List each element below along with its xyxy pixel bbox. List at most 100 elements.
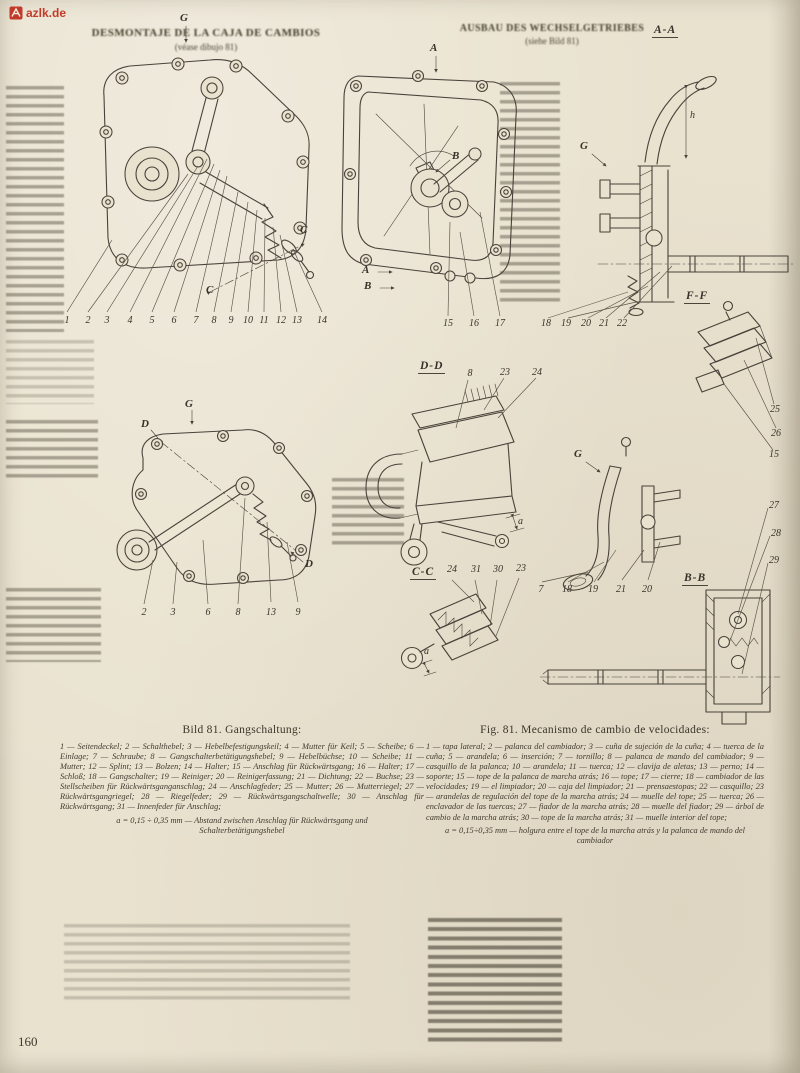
callout-number: 8 bbox=[235, 607, 241, 618]
left-column-subheading: (véase dibujo 81) bbox=[174, 42, 238, 52]
callout-number: 3 bbox=[170, 607, 176, 618]
dimension-label-a: a bbox=[518, 516, 523, 527]
callout-number: 15 bbox=[769, 449, 779, 460]
caption-german: Bild 81. Gangschaltung: 1 — Seitendeckel… bbox=[60, 724, 424, 836]
azlk-logo-icon bbox=[9, 6, 23, 20]
caption-german-note: a = 0,15 ÷ 0,35 mm — Abstand zwischen An… bbox=[116, 815, 368, 835]
right-column-subheading: (siehe Bild 81) bbox=[525, 36, 579, 46]
callout-number: 13 bbox=[292, 315, 302, 326]
callout-number: 20 bbox=[581, 318, 591, 329]
figure-section-f-f: F-F 25 26 15 bbox=[640, 290, 795, 468]
figure-section-f-f-art bbox=[695, 300, 777, 451]
right-column-heading: AUSBAU DES WECHSELGETRIEBES bbox=[459, 23, 645, 34]
callout-number: 12 bbox=[276, 315, 286, 326]
callout-number: 21 bbox=[616, 584, 626, 595]
callout-number: 7 bbox=[193, 315, 199, 326]
section-label-g: G bbox=[574, 448, 582, 460]
figure-cover-exterior-2-art bbox=[116, 409, 317, 605]
callout-number: 28 bbox=[771, 528, 781, 539]
callout-number: 13 bbox=[266, 607, 276, 618]
callout-number: 2 bbox=[141, 607, 147, 618]
caption-spanish: Fig. 81. Mecanismo de cambio de velocida… bbox=[426, 724, 764, 846]
callout-number: 23 bbox=[500, 367, 510, 378]
callout-number: 9 bbox=[295, 607, 301, 618]
caption-spanish-note: a = 0,15÷0,35 mm — holgura entre el tope… bbox=[445, 825, 745, 845]
callout-number: 20 bbox=[642, 584, 652, 595]
section-label-b: B bbox=[452, 150, 460, 162]
section-label-g: G bbox=[185, 398, 193, 410]
callout-number: 8 bbox=[467, 368, 473, 379]
watermark: azlk.de bbox=[9, 6, 66, 20]
callout-number: 23 bbox=[516, 563, 526, 574]
callout-number: 19 bbox=[588, 584, 598, 595]
callout-number: 22 bbox=[617, 318, 627, 329]
callout-number: 21 bbox=[599, 318, 609, 329]
section-label-c: C bbox=[300, 224, 308, 236]
figure-section-b-b: B-B 27 28 29 bbox=[540, 494, 798, 728]
blurred-text-block bbox=[6, 420, 98, 482]
figure-section-a-a: G h 18 19 20 21 22 bbox=[540, 40, 795, 335]
callout-number: 24 bbox=[447, 564, 457, 575]
figure-cover-exterior-2: G D D 2 3 6 8 13 9 bbox=[95, 398, 335, 626]
callout-number: 18 bbox=[562, 584, 572, 595]
callout-number: 7 bbox=[538, 584, 544, 595]
blurred-text-block bbox=[6, 86, 64, 332]
callout-number: 19 bbox=[561, 318, 571, 329]
section-title-a-a: A-A bbox=[652, 24, 679, 38]
blurred-text-block bbox=[332, 478, 404, 546]
section-label-a: A bbox=[430, 42, 438, 54]
section-label-c: C bbox=[206, 284, 214, 296]
figure-section-b-b-art bbox=[540, 507, 781, 725]
callout-number: 26 bbox=[771, 428, 781, 439]
callout-number: 4 bbox=[127, 315, 133, 326]
figure-lever-bracket-art bbox=[541, 436, 681, 591]
callout-number: 14 bbox=[317, 315, 327, 326]
section-title-d-d: D-D bbox=[418, 360, 446, 374]
callout-number: 11 bbox=[259, 315, 269, 326]
callout-number: 17 bbox=[495, 318, 505, 329]
caption-spanish-title: Fig. 81. Mecanismo de cambio de velocida… bbox=[480, 724, 710, 736]
figure-section-a-a-art bbox=[547, 75, 795, 319]
section-label-g: G bbox=[580, 140, 588, 152]
callout-number: 29 bbox=[769, 555, 779, 566]
callout-number: 24 bbox=[532, 367, 542, 378]
callout-number: 30 bbox=[493, 564, 503, 575]
blurred-text-block bbox=[6, 340, 94, 404]
dimension-label-a: a bbox=[424, 646, 429, 657]
figure-section-d-d: D-D 8 23 24 a bbox=[318, 356, 548, 604]
figure-lever-bracket: G 7 18 19 21 20 bbox=[520, 430, 710, 602]
section-title-f-f: F-F bbox=[684, 290, 711, 304]
callout-number: 3 bbox=[104, 315, 110, 326]
dimension-label-h: h bbox=[690, 110, 695, 121]
section-title-c-c: C-C bbox=[410, 566, 437, 580]
section-label-d: D bbox=[305, 558, 313, 570]
callout-number: 16 bbox=[469, 318, 479, 329]
callout-number: 10 bbox=[243, 315, 253, 326]
callout-number: 15 bbox=[443, 318, 453, 329]
callout-number: 9 bbox=[228, 315, 234, 326]
callout-number: 18 bbox=[541, 318, 551, 329]
caption-german-body: 1 — Seitendeckel; 2 — Schalthebel; 3 — H… bbox=[60, 742, 424, 812]
figure-cover-exterior-art bbox=[66, 25, 323, 313]
caption-spanish-body: 1 — tapa lateral; 2 — palanca del cambia… bbox=[426, 742, 764, 822]
watermark-text: azlk.de bbox=[26, 6, 67, 20]
figure-cover-interior-art bbox=[341, 55, 517, 317]
callout-number: 2 bbox=[85, 315, 91, 326]
callout-number: 31 bbox=[471, 564, 481, 575]
page-number: 160 bbox=[18, 1034, 38, 1049]
blurred-text-block bbox=[428, 918, 562, 1044]
section-label-d: D bbox=[141, 418, 149, 430]
section-label-g: G bbox=[180, 12, 188, 24]
callout-number: 25 bbox=[770, 404, 780, 415]
blurred-text-block bbox=[6, 588, 101, 662]
caption-german-title: Bild 81. Gangschaltung: bbox=[182, 724, 302, 736]
figure-section-c-c-art bbox=[400, 577, 520, 677]
figure-cover-interior: A B A B 15 16 17 bbox=[332, 40, 527, 335]
section-label-a: A bbox=[362, 264, 370, 276]
blurred-text-block bbox=[64, 924, 350, 1004]
figure-section-c-c: C-C 24 31 30 23 a bbox=[380, 560, 550, 685]
callout-number: 27 bbox=[769, 500, 779, 511]
figure-section-d-d-art bbox=[365, 377, 537, 566]
section-title-b-b: B-B bbox=[682, 572, 709, 586]
